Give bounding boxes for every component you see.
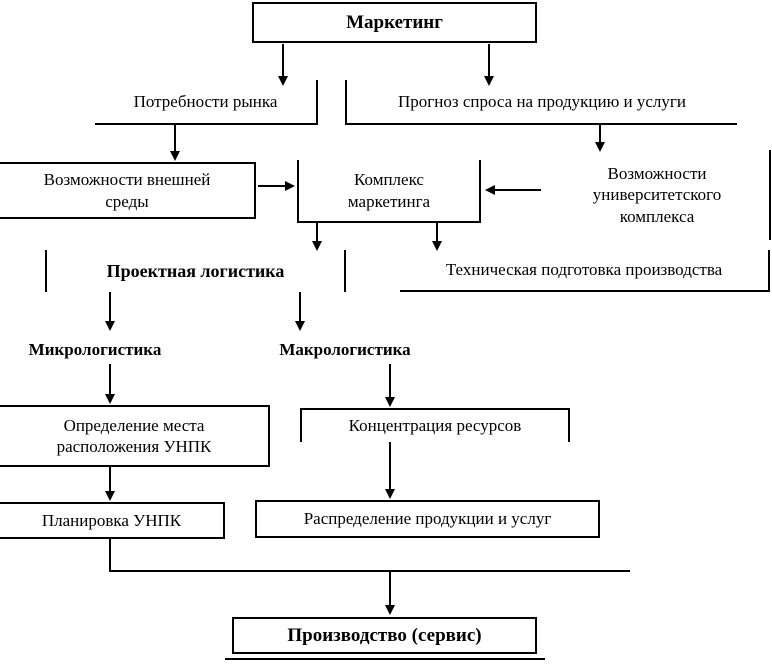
arrow-university-complex-to-marketing-mix bbox=[485, 185, 541, 195]
arrow-external-env-to-marketing-mix bbox=[258, 181, 295, 191]
node-demand-forecast-label: Прогноз спроса на продукцию и услуги bbox=[398, 91, 686, 111]
node-micrologistics-label: Микрологистика bbox=[28, 340, 162, 360]
node-unpk-location-label: Определение места расположения УНПК bbox=[56, 415, 212, 456]
arrow-project-logistics-to-macrologistics bbox=[295, 292, 305, 331]
node-production: Производство (сервис) bbox=[232, 617, 537, 654]
node-unpk-planning-label: Планировка УНПК bbox=[41, 510, 182, 530]
node-university-complex-label: Возможности университетского комплекса bbox=[592, 164, 722, 226]
node-marketing: Маркетинг bbox=[252, 2, 537, 43]
arrow-micrologistics-to-unpk-location bbox=[105, 364, 115, 404]
node-micrologistics: Микрологистика bbox=[5, 336, 185, 364]
arrow-macrologistics-to-resource-concentration bbox=[385, 364, 395, 407]
node-marketing-mix: Комплекс маркетинга bbox=[297, 160, 481, 223]
arrow-merge-to-production bbox=[385, 571, 395, 615]
node-technical-preparation: Техническая подготовка производства bbox=[400, 250, 770, 292]
arrow-resource-concentration-to-distribution bbox=[385, 442, 395, 499]
node-project-logistics-label: Проектная логистика bbox=[106, 260, 285, 281]
arrow-marketing-mix-to-technical-preparation bbox=[432, 223, 442, 251]
node-unpk-planning: Планировка УНПК bbox=[0, 502, 225, 539]
node-macrologistics-label: Макрологистика bbox=[279, 340, 411, 360]
node-university-complex: Возможности университетского комплекса bbox=[545, 150, 771, 240]
node-technical-preparation-label: Техническая подготовка производства bbox=[445, 260, 723, 280]
node-macrologistics: Макрологистика bbox=[260, 336, 430, 364]
node-unpk-location: Определение места расположения УНПК bbox=[0, 405, 270, 467]
node-market-needs-label: Потребности рынка bbox=[133, 91, 278, 111]
node-demand-forecast: Прогноз спроса на продукцию и услуги bbox=[345, 80, 737, 125]
node-marketing-label: Маркетинг bbox=[346, 11, 443, 33]
node-external-environment: Возможности внешней среды bbox=[0, 162, 256, 219]
node-external-environment-label: Возможности внешней среды bbox=[43, 170, 211, 211]
connector-merge-line bbox=[109, 539, 630, 572]
arrow-market-needs-to-external-env bbox=[170, 125, 180, 161]
node-distribution: Распределение продукции и услуг bbox=[255, 500, 600, 538]
arrow-unpk-location-to-unpk-planning bbox=[105, 467, 115, 501]
node-production-label: Производство (сервис) bbox=[287, 624, 482, 646]
node-marketing-mix-label: Комплекс маркетинга bbox=[347, 170, 431, 211]
arrow-project-logistics-to-micrologistics bbox=[105, 292, 115, 331]
arrow-demand-forecast-to-university-complex bbox=[595, 125, 605, 152]
node-project-logistics: Проектная логистика bbox=[45, 250, 346, 292]
node-distribution-label: Распределение продукции и услуг bbox=[303, 509, 552, 529]
node-resource-concentration: Концентрация ресурсов bbox=[300, 408, 570, 442]
arrow-marketing-mix-to-project-logistics bbox=[312, 223, 322, 251]
node-market-needs: Потребности рынка bbox=[95, 80, 318, 125]
node-resource-concentration-label: Концентрация ресурсов bbox=[348, 416, 522, 436]
